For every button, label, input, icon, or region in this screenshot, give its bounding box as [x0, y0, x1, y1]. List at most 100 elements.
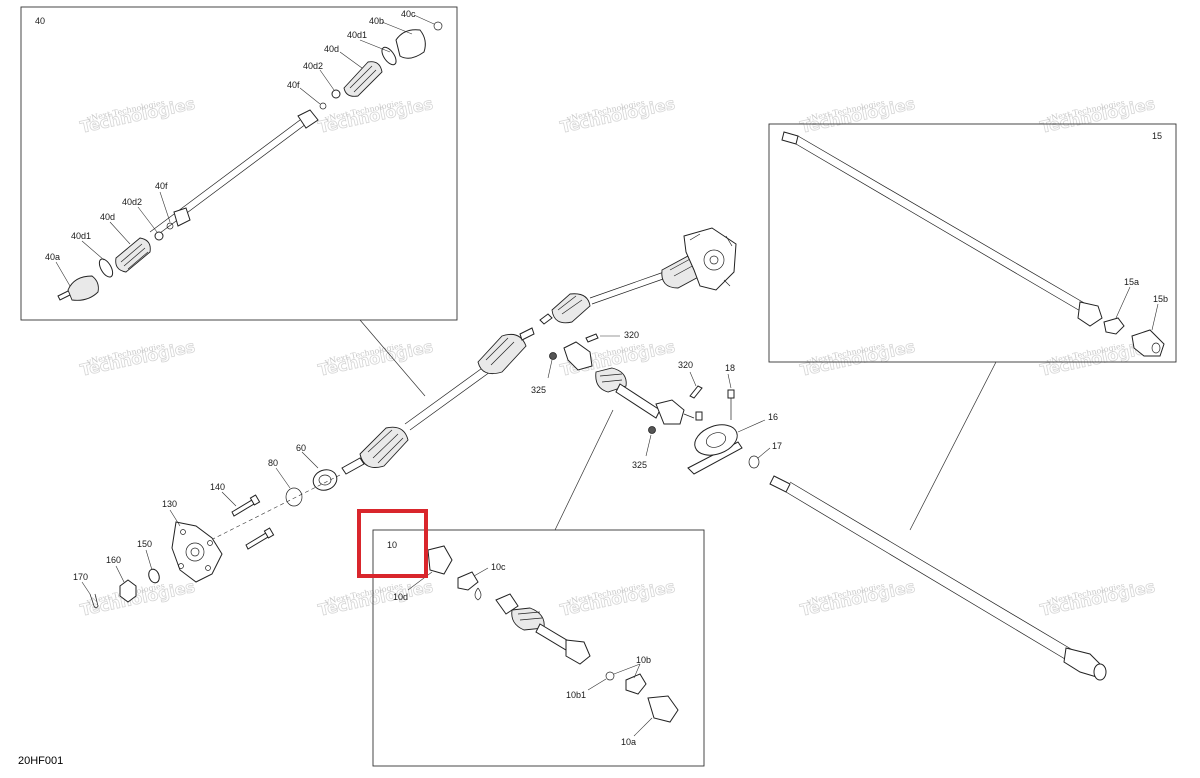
front-cv-axle-assembly	[341, 227, 737, 475]
connector-line-10	[554, 409, 614, 531]
label-320-upper: 320	[624, 330, 639, 340]
label-325-upper: 325	[531, 385, 546, 395]
label-40d2-top: 40d2	[303, 61, 323, 71]
cv-housing-40b	[395, 29, 426, 59]
propshaft-spline-rear	[769, 475, 791, 493]
circlip-40c	[433, 21, 443, 31]
bolt-18	[727, 389, 735, 399]
connector-line-40	[359, 319, 426, 397]
label-15b: 15b	[1153, 294, 1168, 304]
center-bearing-assembly: 18 16 17	[687, 363, 782, 475]
yoke-15	[1077, 301, 1103, 327]
watermark: Technologies vNext Technologies	[78, 336, 197, 380]
label-150: 150	[137, 539, 152, 549]
watermark: Technologies vNext Technologies	[316, 576, 435, 620]
label-40c: 40c	[401, 9, 416, 19]
label-10b: 10b	[636, 655, 651, 665]
label-40d-bottom: 40d	[100, 212, 115, 222]
label-130: 130	[162, 499, 177, 509]
label-15a: 15a	[1124, 277, 1139, 287]
bolt-140	[245, 527, 275, 550]
yoke-15b	[1131, 329, 1165, 357]
wheel-hub-parts: 60 80 140 130 150 160	[73, 443, 341, 609]
cv-joint-40a	[67, 275, 99, 301]
yoke-front	[563, 341, 593, 371]
label-40a: 40a	[45, 252, 60, 262]
cross-10c	[457, 571, 479, 591]
bearing-60	[312, 469, 338, 491]
nut-160	[119, 579, 137, 603]
inset-box-15: 15 15a 15b	[768, 123, 1177, 363]
label-170: 170	[73, 572, 88, 582]
cv-boot-40d-bottom	[115, 237, 151, 273]
connector-line-15	[909, 361, 997, 531]
inset-number-15: 15	[1152, 131, 1162, 141]
wheel-hub-130	[171, 521, 223, 583]
watermark: Technologies vNext Technologies	[558, 576, 677, 620]
watermark: Technologies vNext Technologies	[798, 336, 917, 380]
yoke-shaft-end	[565, 639, 591, 665]
inset-box-10: 10 10c 10d 10b 10b1 10a	[372, 529, 705, 767]
label-40d1-top: 40d1	[347, 30, 367, 40]
watermark: Technologies vNext Technologies	[316, 336, 435, 380]
label-40d1-bottom: 40d1	[71, 231, 91, 241]
inset-number-40: 40	[35, 16, 45, 26]
clamp-ring-40d1-top	[381, 46, 397, 66]
tripod-joint-bottom	[173, 207, 191, 227]
label-10d: 10d	[393, 592, 408, 602]
bolt-320	[689, 385, 703, 399]
bolt-320	[585, 333, 599, 343]
inset-frame-15	[768, 123, 1177, 363]
rear-propshaft	[769, 475, 1107, 681]
label-40f-bottom: 40f	[155, 181, 168, 191]
center-propshaft: 320 320 325 325	[531, 330, 703, 470]
inset-number-10: 10	[387, 540, 397, 550]
cv-boot-40d-top	[343, 61, 383, 97]
label-40d2-bottom: 40d2	[122, 197, 142, 207]
label-80: 80	[268, 458, 278, 468]
yoke-10a	[647, 695, 679, 723]
inset-box-40: 40 40c 40b	[20, 6, 458, 321]
propshaft-10	[495, 593, 519, 615]
label-40b: 40b	[369, 16, 384, 26]
label-60: 60	[296, 443, 306, 453]
watermark: Technologies vNext Technologies	[798, 576, 917, 620]
label-10c: 10c	[491, 562, 506, 572]
clamp-ring-40d1-bottom	[98, 258, 114, 278]
watermark: Technologies vNext Technologies	[798, 93, 917, 137]
clip-40f-bottom	[166, 222, 174, 230]
cross-10b	[625, 673, 647, 695]
circlip-17	[748, 455, 760, 469]
bolt-140	[231, 494, 261, 517]
yoke-10d	[427, 545, 453, 575]
clamp-40d2-bottom	[154, 231, 164, 241]
label-17: 17	[772, 441, 782, 451]
cotter-pin-170	[89, 593, 99, 609]
label-40d-top: 40d	[324, 44, 339, 54]
nut-325	[648, 426, 656, 434]
label-40f-top: 40f	[287, 80, 300, 90]
clip-40f-top	[319, 102, 327, 110]
label-18: 18	[725, 363, 735, 373]
clamp-40d2-top	[331, 89, 341, 99]
cross-15a	[1103, 317, 1125, 335]
label-320-lower: 320	[678, 360, 693, 370]
tripod-joint-top	[297, 109, 319, 129]
highlight-box-10[interactable]	[357, 509, 428, 578]
nut-325	[549, 352, 557, 360]
watermark: Technologies vNext Technologies	[558, 93, 677, 137]
label-325-lower: 325	[632, 460, 647, 470]
figure-id: 20HF001	[18, 755, 63, 767]
watermark: Technologies vNext Technologies	[78, 93, 197, 137]
label-160: 160	[106, 555, 121, 565]
yoke-rear	[655, 399, 685, 425]
label-10b1: 10b1	[566, 690, 586, 700]
watermark: Technologies vNext Technologies	[1038, 93, 1157, 137]
inset-frame-40	[20, 6, 458, 321]
inset-frame-10	[372, 529, 705, 767]
watermark: Technologies vNext Technologies	[316, 93, 435, 137]
clip-10b1	[605, 671, 615, 681]
label-140: 140	[210, 482, 225, 492]
snap-ring-80	[285, 487, 303, 507]
